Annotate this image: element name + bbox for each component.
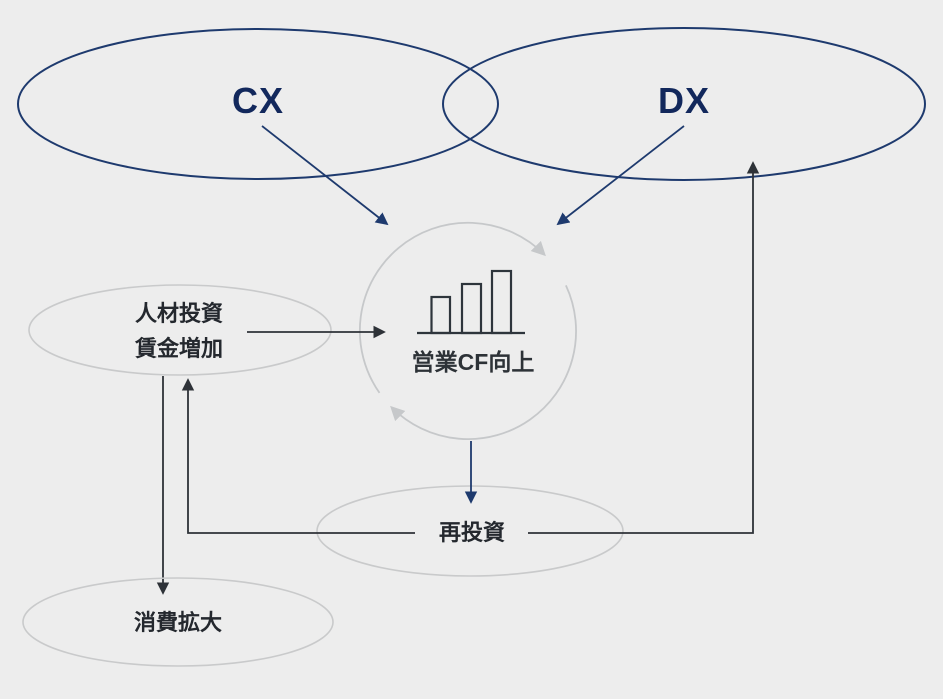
bar-chart-icon xyxy=(417,269,525,335)
arrow-reinvestment-to-dx xyxy=(528,161,760,534)
investment-ellipse xyxy=(28,284,332,376)
arrow-reinvestment-to-investment xyxy=(181,378,415,534)
investment-label-line1: 人材投資 xyxy=(135,301,223,326)
cycle-arc-top xyxy=(358,221,546,394)
cx-label: CX xyxy=(232,80,284,121)
dx-label: DX xyxy=(658,80,710,121)
reinvestment-label: 再投資 xyxy=(439,520,505,545)
cycle-arrows-icon xyxy=(358,221,577,441)
center-node-label: 営業CF向上 xyxy=(412,349,535,375)
arrow-cx-to-center xyxy=(261,125,389,226)
dx-ellipse xyxy=(442,27,926,181)
reinvestment-ellipse xyxy=(316,485,624,577)
cycle-arc-bottom xyxy=(390,285,577,441)
consumption-label: 消費拡大 xyxy=(134,610,222,635)
arrow-dx-to-center xyxy=(556,125,685,226)
consumption-ellipse xyxy=(22,577,334,667)
bar-large xyxy=(490,269,513,335)
cx-ellipse xyxy=(17,28,499,180)
bar-small xyxy=(430,295,452,335)
bar-medium xyxy=(460,282,483,335)
investment-label-line2: 賃金増加 xyxy=(134,336,223,361)
